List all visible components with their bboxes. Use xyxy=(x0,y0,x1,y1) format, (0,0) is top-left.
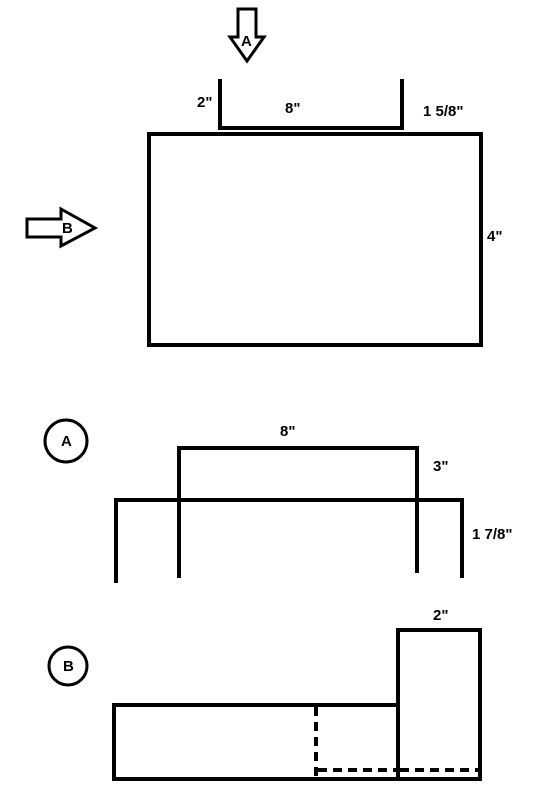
view-a-dim-lower-height: 1 7/8" xyxy=(472,526,512,543)
view-b-badge-circle xyxy=(47,645,89,687)
arrow-a: A xyxy=(227,7,267,64)
view-a: A 8" 3" 1 7/8" xyxy=(43,418,512,583)
arrow-a-shape xyxy=(227,7,267,64)
view-b-badge-label: B xyxy=(63,658,74,675)
dim-left-height: 2" xyxy=(197,94,212,111)
view-b-profile xyxy=(112,628,482,781)
view-a-dim-upper-height: 3" xyxy=(433,458,448,475)
top-channel xyxy=(218,79,404,130)
dim-box-height: 4" xyxy=(487,228,502,245)
dim-inner-width: 8" xyxy=(285,100,300,117)
top-view: A 2" 8" 1 5/8" 4" B xyxy=(25,7,502,347)
arrow-a-label: A xyxy=(241,33,252,50)
main-box xyxy=(147,132,483,347)
view-a-badge-label: A xyxy=(61,433,72,450)
arrow-b-label: B xyxy=(62,220,73,237)
view-a-dim-top-width: 8" xyxy=(280,423,295,440)
view-b: B 2" xyxy=(47,607,482,781)
dim-right-height: 1 5/8" xyxy=(423,103,463,120)
view-b-dim-column-width: 2" xyxy=(433,607,448,624)
view-a-profile xyxy=(114,446,464,583)
arrow-b-shape xyxy=(25,206,99,249)
view-a-badge: A xyxy=(43,418,89,464)
view-a-badge-circle xyxy=(43,418,89,464)
arrow-b: B xyxy=(25,206,99,249)
view-b-badge: B xyxy=(47,645,89,687)
view-b-hidden-lines xyxy=(314,707,480,777)
